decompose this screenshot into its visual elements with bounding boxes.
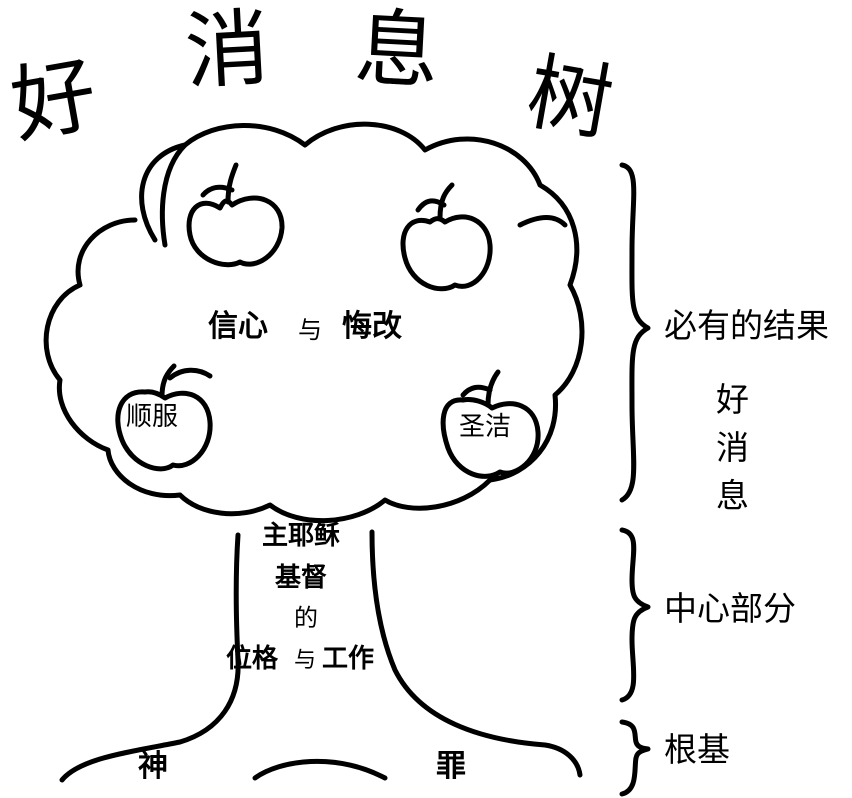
label-vertical-news: 消 (716, 428, 749, 467)
label-person: 位格 (226, 644, 279, 674)
label-of: 的 (294, 604, 318, 632)
label-and-connector: 与 (298, 316, 322, 344)
label-god: 神 (138, 749, 168, 784)
label-christ: 基督 (275, 563, 328, 593)
label-inevitable-results: 必有的结果 (664, 306, 829, 345)
label-holiness: 圣洁 (459, 412, 512, 442)
root-arch (252, 758, 388, 781)
title-char-4: 树 (520, 42, 620, 154)
apple-bottom-left (115, 363, 213, 472)
label-obedience: 顺服 (126, 402, 179, 432)
apple-bottom-right (440, 369, 541, 479)
label-faith: 信心 (208, 309, 268, 344)
title-char-2: 消 (182, 0, 272, 102)
label-sin: 罪 (436, 749, 466, 784)
label-repentance: 悔改 (342, 309, 402, 344)
trunk-left-line (59, 532, 241, 783)
brace-bottom (619, 719, 651, 797)
label-lord-jesus: 主耶稣 (262, 521, 341, 551)
label-foundation: 根基 (664, 730, 730, 769)
brace-top (619, 162, 651, 503)
tree-canopy-inner-fold (159, 142, 188, 248)
label-work: 工作 (322, 644, 375, 674)
apple-top-left (186, 162, 285, 268)
title-char-1: 好 (4, 44, 104, 156)
label-central-part: 中心部分 (664, 589, 796, 628)
label-trunk-and: 与 (294, 648, 317, 673)
label-vertical-message: 息 (716, 476, 749, 515)
title-char-3: 息 (352, 0, 442, 102)
tree-canopy-inner-fold-2 (517, 215, 568, 228)
brace-middle (619, 527, 651, 703)
apple-top-right (400, 182, 493, 292)
trunk-right-line (369, 529, 583, 778)
label-vertical-good: 好 (716, 380, 749, 419)
